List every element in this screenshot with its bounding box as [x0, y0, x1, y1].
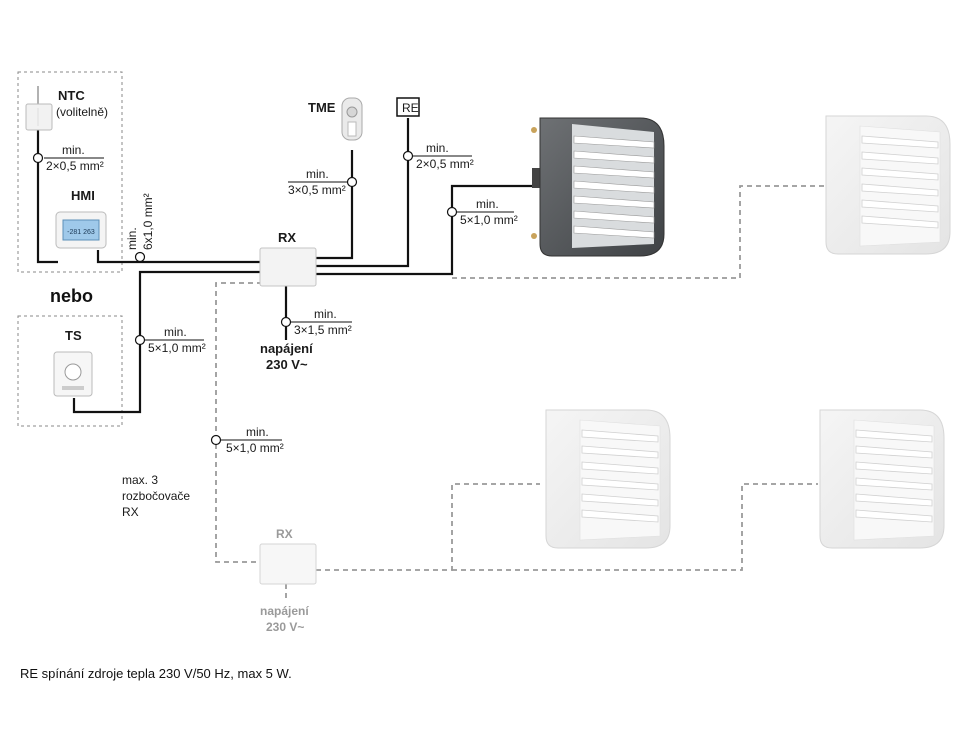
- rx-splitter-secondary-icon: [259, 543, 317, 585]
- svg-text:min.: min.: [306, 167, 329, 181]
- svg-text:min.: min.: [125, 227, 139, 250]
- svg-text:2×0,5 mm²: 2×0,5 mm²: [416, 157, 474, 171]
- dashed-wire-bottom-1: [316, 483, 540, 571]
- svg-text:min.: min.: [314, 307, 337, 321]
- cable-spec-power: min. 3×1,5 mm²: [290, 307, 352, 337]
- tme-clip-icon: [346, 176, 358, 188]
- svg-text:5×1,0 mm²: 5×1,0 mm²: [460, 213, 518, 227]
- dashed-wire-chain: [215, 282, 262, 563]
- hmi-controller-icon: -281 263: [55, 211, 107, 249]
- hmi-option-box: [17, 71, 123, 273]
- ts-wire: [72, 270, 260, 414]
- rx-secondary-label: RX: [276, 527, 293, 541]
- cable-spec-hmi: min. 6x1,0 mm²: [125, 193, 155, 250]
- cable-spec-ntc: min. 2×0,5 mm²: [44, 143, 104, 173]
- re-wire: [316, 118, 410, 268]
- ntc-clip-icon: [32, 152, 44, 164]
- rx-main-label: RX: [278, 230, 296, 245]
- ts-controller-icon: [53, 351, 93, 397]
- ntc-wire: [36, 130, 58, 264]
- cable-spec-chain: min. 5×1,0 mm²: [220, 425, 284, 455]
- dashed-wire-top: [452, 185, 825, 279]
- nebo-label: nebo: [50, 286, 93, 306]
- power-clip-icon: [280, 316, 292, 328]
- heater-clip-icon: [446, 206, 458, 218]
- svg-text:min.: min.: [62, 143, 85, 157]
- power-main-label-1: napájení: [260, 341, 313, 356]
- footnote: RE spínání zdroje tepla 230 V/50 Hz, max…: [20, 666, 292, 681]
- svg-text:min.: min.: [164, 325, 187, 339]
- power-main-label-2: 230 V~: [266, 357, 308, 372]
- svg-text:3×0,5 mm²: 3×0,5 mm²: [288, 183, 346, 197]
- heater-ghost-bottom-right-icon: [819, 409, 945, 549]
- svg-text:min.: min.: [476, 197, 499, 211]
- tme-thermostat-icon: [341, 97, 363, 141]
- svg-text:min.: min.: [426, 141, 449, 155]
- re-clip-icon: [402, 150, 414, 162]
- hmi-label: HMI: [71, 188, 95, 203]
- max-splitters-label-2: rozbočovače: [122, 489, 190, 503]
- cable-spec-heater: min. 5×1,0 mm²: [456, 197, 518, 227]
- svg-text:5×1,0 mm²: 5×1,0 mm²: [148, 341, 206, 355]
- ts-clip-icon: [134, 334, 146, 346]
- ntc-label: NTC: [58, 88, 85, 103]
- svg-text:min.: min.: [246, 425, 269, 439]
- power-secondary-label-2: 230 V~: [266, 620, 304, 634]
- cable-spec-tme: min. 3×0,5 mm²: [288, 167, 348, 197]
- svg-text:6x1,0 mm²: 6x1,0 mm²: [141, 193, 155, 250]
- tme-label: TME: [308, 100, 336, 115]
- svg-text:2×0,5 mm²: 2×0,5 mm²: [46, 159, 104, 173]
- cable-spec-ts: min. 5×1,0 mm²: [144, 325, 206, 355]
- hmi-wire: [96, 250, 260, 264]
- dashed-wire-bottom-2: [452, 483, 818, 571]
- max-splitters-label-1: max. 3: [122, 473, 158, 487]
- max-splitters-label-3: RX: [122, 505, 139, 519]
- power-secondary-label-1: napájení: [260, 604, 309, 618]
- ntc-optional-label: (volitelně): [56, 105, 108, 119]
- re-box: [396, 97, 420, 117]
- svg-text:3×1,5 mm²: 3×1,5 mm²: [294, 323, 352, 337]
- ts-label: TS: [65, 328, 82, 343]
- ts-option-box: [17, 315, 123, 427]
- heater-ghost-bottom-left-icon: [545, 409, 671, 549]
- hmi-display: -281 263: [67, 229, 95, 236]
- ntc-sensor-icon: [25, 86, 53, 131]
- chain-clip-icon: [210, 434, 222, 446]
- heater-wire: [316, 184, 538, 276]
- re-label: RE: [402, 101, 419, 115]
- hmi-clip-icon: [134, 251, 146, 263]
- heater-ghost-top-icon: [825, 115, 951, 255]
- svg-text:5×1,0 mm²: 5×1,0 mm²: [226, 441, 284, 455]
- cable-spec-re: min. 2×0,5 mm²: [412, 141, 474, 171]
- rx-splitter-icon: [259, 247, 317, 287]
- heater-icon: [531, 117, 665, 257]
